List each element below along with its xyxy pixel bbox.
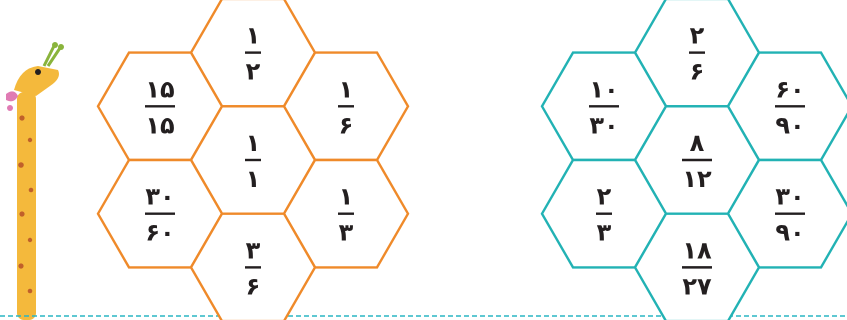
fraction-denominator: ۹۰ bbox=[775, 111, 804, 139]
fraction-denominator: ۱ bbox=[246, 165, 261, 193]
fraction-numerator: ۸ bbox=[690, 129, 705, 157]
fraction-denominator: ۱۲ bbox=[682, 165, 712, 193]
fraction-denominator: ۳ bbox=[339, 219, 354, 247]
fraction-numerator: ۱ bbox=[339, 183, 354, 211]
hex-cell-bottom: ۳۶ bbox=[189, 212, 317, 320]
fraction-numerator: ۱۰ bbox=[589, 75, 618, 103]
fraction-numerator: ۳۰ bbox=[775, 183, 804, 211]
fraction-numerator: ۱۵ bbox=[145, 75, 174, 103]
giraffe-icon bbox=[6, 42, 64, 320]
fraction-denominator: ۶ bbox=[246, 272, 261, 300]
fraction-numerator: ۳ bbox=[246, 236, 261, 264]
fraction-denominator: ۱۵ bbox=[145, 111, 174, 139]
fraction-denominator: ۳۰ bbox=[589, 111, 618, 139]
fraction-denominator: ۶ bbox=[690, 58, 705, 86]
fraction-denominator: ۲۷ bbox=[682, 272, 712, 300]
fraction-denominator: ۳ bbox=[597, 219, 612, 247]
fraction-numerator: ۶۰ bbox=[775, 75, 804, 103]
fraction-numerator: ۳۰ bbox=[145, 183, 174, 211]
fraction-denominator: ۶ bbox=[339, 111, 354, 139]
fraction-numerator: ۱ bbox=[339, 75, 354, 103]
fraction-denominator: ۹۰ bbox=[775, 219, 804, 247]
fraction-numerator: ۱۸ bbox=[682, 236, 712, 264]
fraction-numerator: ۲ bbox=[690, 22, 705, 50]
fraction-numerator: ۱ bbox=[246, 129, 261, 157]
fraction-denominator: ۲ bbox=[246, 58, 261, 86]
fraction-numerator: ۲ bbox=[597, 183, 612, 211]
hex-cell-upper-right: ۱۶ bbox=[282, 51, 410, 162]
fraction-denominator: ۶۰ bbox=[145, 219, 174, 247]
fraction-numerator: ۱ bbox=[246, 22, 261, 50]
